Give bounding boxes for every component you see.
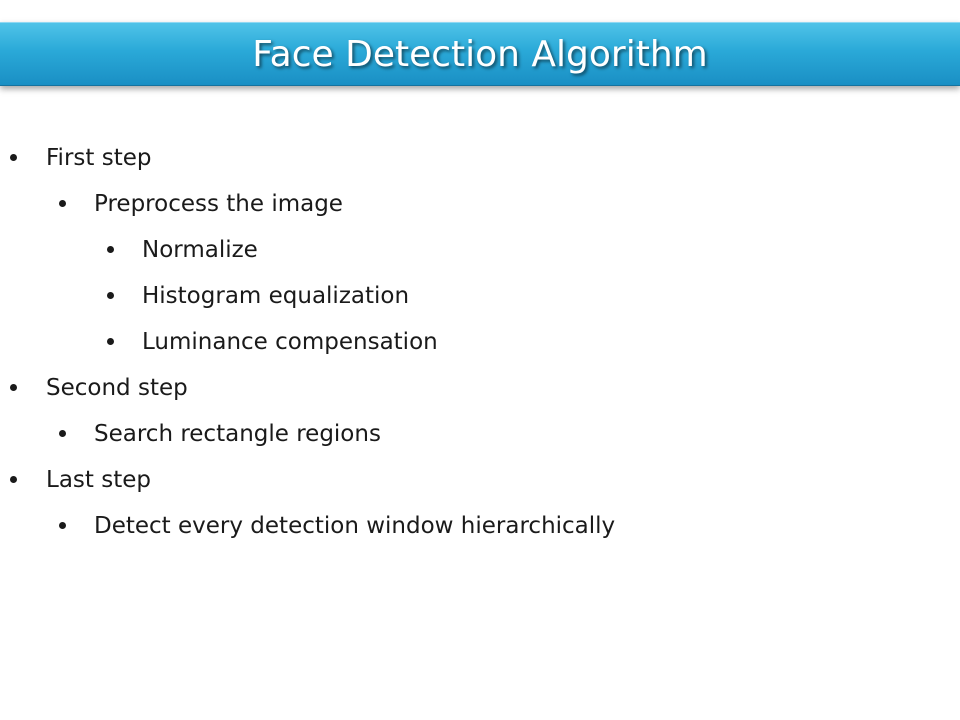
bullet-text: Normalize (142, 237, 258, 263)
bullet-item: Preprocess the image (0, 181, 960, 227)
bullet-text: Preprocess the image (94, 191, 343, 217)
bullet-item: Histogram equalization (0, 273, 960, 319)
bullet-text: Last step (46, 467, 151, 493)
bullet-item: Normalize (0, 227, 960, 273)
bullet-item: Last step (0, 457, 960, 503)
bullet-dot-icon (10, 384, 17, 391)
bullet-text: Histogram equalization (142, 283, 410, 309)
bullet-item: Luminance compensation (0, 319, 960, 365)
bullet-dot-icon (59, 430, 66, 437)
bullet-dot-icon (10, 476, 17, 483)
bullet-dot-icon (107, 338, 114, 345)
bullet-list: First step Preprocess the image Normaliz… (0, 135, 960, 549)
bullet-text: First step (46, 145, 152, 171)
bullet-dot-icon (107, 246, 114, 253)
bullet-item: First step (0, 135, 960, 181)
bullet-item: Search rectangle regions (0, 411, 960, 457)
bullet-text: Search rectangle regions (94, 421, 381, 447)
bullet-item: Second step (0, 365, 960, 411)
slide-title: Face Detection Algorithm (252, 34, 708, 75)
bullet-text: Luminance compensation (142, 329, 438, 355)
bullet-item: Detect every detection window hierarchic… (0, 503, 960, 549)
bullet-dot-icon (107, 292, 114, 299)
bullet-text: Second step (46, 375, 188, 401)
title-banner: Face Detection Algorithm (0, 22, 960, 86)
bullet-dot-icon (59, 522, 66, 529)
bullet-text: Detect every detection window hierarchic… (94, 513, 616, 539)
bullet-dot-icon (59, 200, 66, 207)
bullet-dot-icon (10, 154, 17, 161)
